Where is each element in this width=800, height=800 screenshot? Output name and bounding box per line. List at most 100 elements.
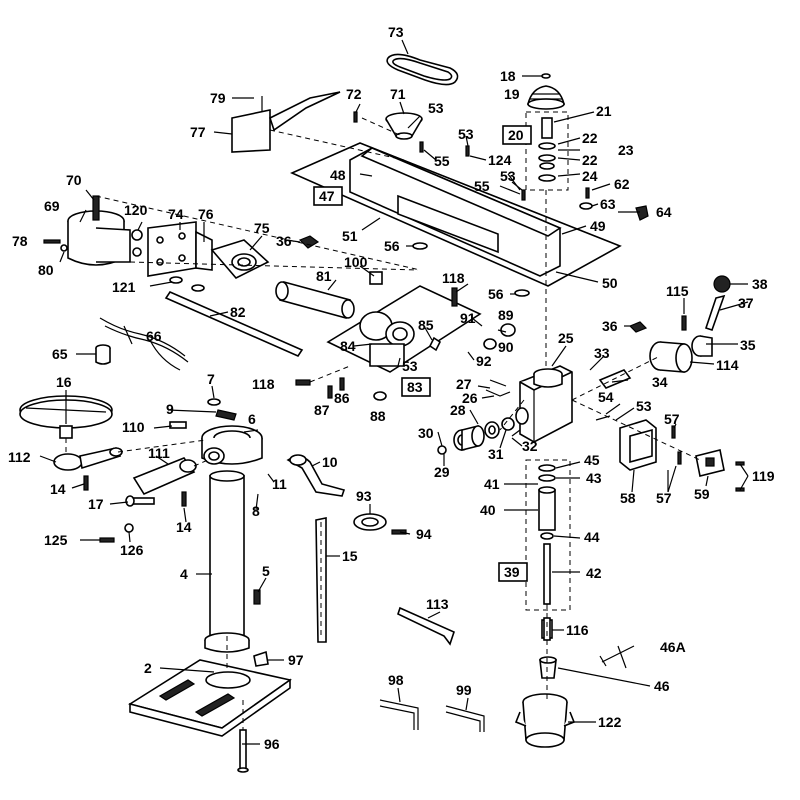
- callout-57b: 57: [656, 490, 672, 506]
- callout-45: 45: [584, 452, 600, 468]
- callout-53a: 53: [428, 100, 444, 116]
- callout-47: 47: [319, 188, 335, 204]
- callout-16: 16: [56, 374, 72, 390]
- table-bracket: [132, 457, 197, 496]
- callout-53d: 53: [402, 358, 418, 374]
- callout-26: 26: [462, 390, 478, 406]
- callout-6: 6: [248, 411, 256, 427]
- callout-50: 50: [602, 275, 618, 291]
- callout-81: 81: [316, 268, 332, 284]
- callout-55b: 55: [474, 178, 490, 194]
- callout-22b: 22: [582, 152, 598, 168]
- callout-27: 27: [456, 376, 472, 392]
- column-rack: [315, 517, 327, 643]
- callout-94: 94: [416, 526, 432, 542]
- switch-box: [619, 419, 657, 471]
- callout-80: 80: [38, 262, 54, 278]
- callout-59: 59: [694, 486, 710, 502]
- power-cord: [99, 317, 189, 371]
- callout-54: 54: [598, 389, 614, 405]
- callout-31: 31: [488, 446, 504, 462]
- callout-21: 21: [596, 103, 612, 119]
- callout-49: 49: [590, 218, 606, 234]
- callout-71: 71: [390, 86, 406, 102]
- table-arm: [53, 447, 123, 471]
- callout-25: 25: [558, 330, 574, 346]
- callout-69: 69: [44, 198, 60, 214]
- callout-126: 126: [120, 542, 144, 558]
- callout-53c: 53: [500, 168, 516, 184]
- motor-mount-bracket: [326, 285, 482, 373]
- callout-85: 85: [418, 317, 434, 333]
- callout-29: 29: [434, 464, 450, 480]
- slide-bracket: [210, 239, 270, 279]
- motor-bracket: [147, 221, 213, 277]
- callout-24: 24: [582, 168, 598, 184]
- support-rod: [164, 290, 304, 358]
- callout-77: 77: [190, 124, 206, 140]
- callout-57a: 57: [664, 411, 680, 427]
- callout-20: 20: [508, 127, 524, 143]
- callout-10: 10: [322, 454, 338, 470]
- callout-36b: 36: [602, 318, 618, 334]
- callout-leaders: [39, 39, 749, 745]
- callout-93: 93: [356, 488, 372, 504]
- callout-70: 70: [66, 172, 82, 188]
- callout-75: 75: [254, 220, 270, 236]
- callout-114: 114: [716, 357, 739, 373]
- head-casting: [515, 365, 573, 443]
- callout-90: 90: [498, 339, 514, 355]
- callout-46A: 46A: [660, 639, 686, 655]
- worm-gear: [215, 409, 237, 421]
- callout-115: 115: [666, 283, 689, 299]
- callout-118a: 118: [252, 376, 275, 392]
- callout-86: 86: [334, 390, 350, 406]
- callout-28: 28: [450, 402, 466, 418]
- callout-121: 121: [112, 279, 136, 295]
- quill-assembly: [525, 459, 571, 639]
- column-collar: [201, 425, 263, 465]
- callout-98: 98: [388, 672, 404, 688]
- column: [204, 470, 250, 653]
- callout-76: 76: [198, 206, 214, 222]
- callout-97: 97: [288, 652, 304, 668]
- spindle-pulley: [525, 73, 569, 191]
- callout-111: 111: [148, 445, 170, 461]
- callout-32: 32: [522, 438, 538, 454]
- callout-110: 110: [122, 419, 145, 435]
- callout-89: 89: [498, 307, 514, 323]
- callout-66: 66: [146, 328, 162, 344]
- capacitor: [95, 344, 111, 365]
- callout-125: 125: [44, 532, 68, 548]
- part-callout-labels: 2 4 5 6 7 8 9 10 11 14 14 15 16 17 18 19…: [8, 24, 775, 752]
- callout-boxes: [313, 125, 532, 582]
- callout-79: 79: [210, 90, 226, 106]
- idler-shaft: [275, 271, 383, 319]
- callout-44: 44: [584, 529, 600, 545]
- callout-74: 74: [168, 206, 184, 222]
- callout-14a: 14: [50, 481, 66, 497]
- base-bolt: [237, 729, 249, 773]
- callout-53b: 53: [458, 126, 474, 142]
- callout-40: 40: [480, 502, 496, 518]
- base: [128, 659, 292, 737]
- callout-84: 84: [340, 338, 356, 354]
- callout-122: 122: [598, 714, 622, 730]
- callout-19: 19: [504, 86, 520, 102]
- callout-55a: 55: [434, 153, 450, 169]
- callout-18: 18: [500, 68, 516, 84]
- callout-38: 38: [752, 276, 768, 292]
- callout-22a: 22: [582, 130, 598, 146]
- callout-82: 82: [230, 304, 246, 320]
- callout-43: 43: [586, 470, 602, 486]
- motor: [67, 195, 143, 266]
- callout-30: 30: [418, 425, 434, 441]
- belt-tension-bracket: [231, 91, 341, 153]
- callout-73: 73: [388, 24, 404, 40]
- switch: [695, 449, 725, 477]
- callout-113: 113: [426, 596, 449, 612]
- chuck: [539, 656, 557, 679]
- callout-7: 7: [207, 371, 215, 387]
